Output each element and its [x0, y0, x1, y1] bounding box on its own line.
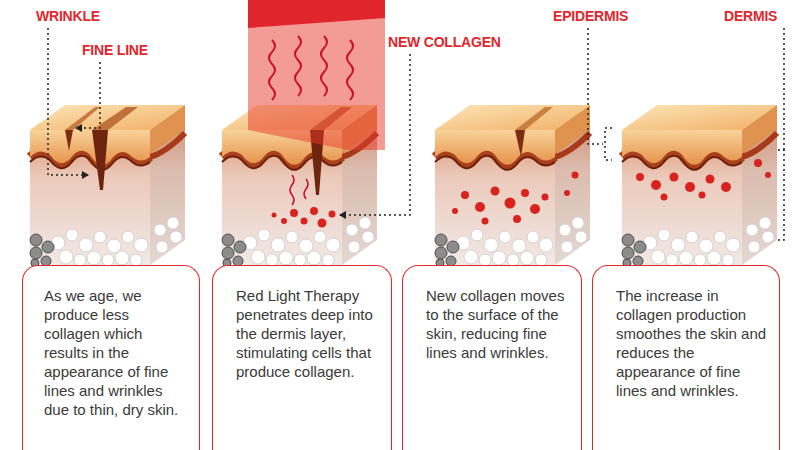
text-panel: New collagen moves to the surface of the…	[402, 265, 582, 450]
text-panel: As we age, we produce less collagen whic…	[22, 265, 200, 450]
text-panel: The increase in collagen production smoo…	[592, 265, 780, 450]
panel-text: As we age, we produce less collagen whic…	[44, 286, 186, 419]
red-light-beam	[248, 0, 385, 150]
smooth-skin	[622, 105, 777, 267]
part-label: NEW COLLAGEN	[388, 34, 501, 51]
text-panel: Red Light Therapy penetrates deep into t…	[212, 265, 392, 450]
healing-skin	[435, 105, 590, 267]
panel-text: Red Light Therapy penetrates deep into t…	[236, 286, 384, 381]
part-label: DERMIS	[724, 8, 777, 25]
aged-skin	[30, 105, 185, 267]
panel-text: The increase in collagen production smoo…	[616, 286, 768, 400]
part-label: EPIDERMIS	[553, 8, 628, 25]
part-label: FINE LINE	[82, 42, 148, 59]
part-label: WRINKLE	[36, 8, 100, 25]
panel-text: New collagen moves to the surface of the…	[426, 286, 576, 362]
leader-lines	[48, 28, 784, 240]
